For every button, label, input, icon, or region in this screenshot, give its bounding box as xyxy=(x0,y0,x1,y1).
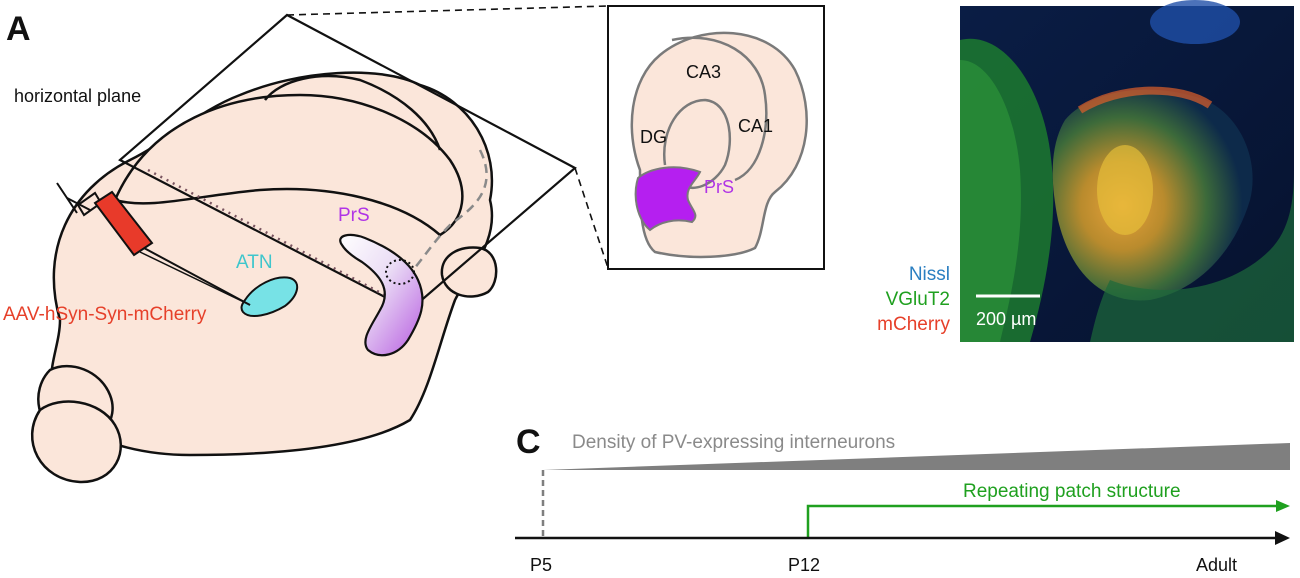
panel-c-letter: C xyxy=(516,423,541,461)
microscopy-image xyxy=(960,0,1294,342)
atn-region xyxy=(240,276,299,317)
brain-schematic xyxy=(30,71,498,484)
inset-connector-top xyxy=(286,5,609,16)
injection-label: AAV-hSyn-Syn-mCherry xyxy=(3,304,207,325)
inset-dg-label: DG xyxy=(640,127,667,147)
inset-prs-label: PrS xyxy=(704,177,734,197)
legend-mcherry: mCherry xyxy=(877,314,950,335)
patch-arrowhead xyxy=(1276,500,1290,512)
brain-top-bump xyxy=(264,74,442,151)
tick-p5-label: P5 xyxy=(530,555,552,575)
brain-posterior-lobe xyxy=(440,246,498,298)
density-wedge xyxy=(543,443,1290,470)
outer-layer-curve xyxy=(671,36,768,182)
atn-label: ATN xyxy=(236,252,273,273)
density-label: Density of PV-expressing interneurons xyxy=(572,432,895,453)
inset-ca1-label: CA1 xyxy=(738,116,773,136)
scale-bar-label: 200 µm xyxy=(976,309,1036,329)
timeline-panel xyxy=(515,443,1290,545)
time-axis-arrowhead xyxy=(1275,531,1290,545)
ca-layer-curve xyxy=(662,98,732,190)
patch-label: Repeating patch structure xyxy=(963,481,1181,502)
tick-p12-label: P12 xyxy=(788,555,820,575)
patch-structure-arrow xyxy=(806,504,1282,538)
prs-label: PrS xyxy=(338,205,370,226)
legend-nissl: Nissl xyxy=(908,264,950,285)
hippocampus-inset xyxy=(630,31,808,259)
prs-region xyxy=(339,233,424,357)
inset-ca3-label: CA3 xyxy=(686,62,721,82)
olfactory-bulb-lower xyxy=(30,400,123,484)
inset-connector-bottom xyxy=(574,167,609,269)
brain-hemisphere xyxy=(113,93,464,237)
plane-cut-line xyxy=(147,168,399,304)
legend-vglut2: VGluT2 xyxy=(885,289,950,310)
hippocampus-dashed-outline xyxy=(394,149,488,291)
plane-label: horizontal plane xyxy=(14,86,142,106)
tick-adult-label: Adult xyxy=(1196,555,1237,575)
prs-dotted-area xyxy=(385,259,415,285)
inset-prs-region xyxy=(634,166,702,232)
panel-a-letter: A xyxy=(6,10,31,48)
syringe-icon xyxy=(56,182,251,306)
